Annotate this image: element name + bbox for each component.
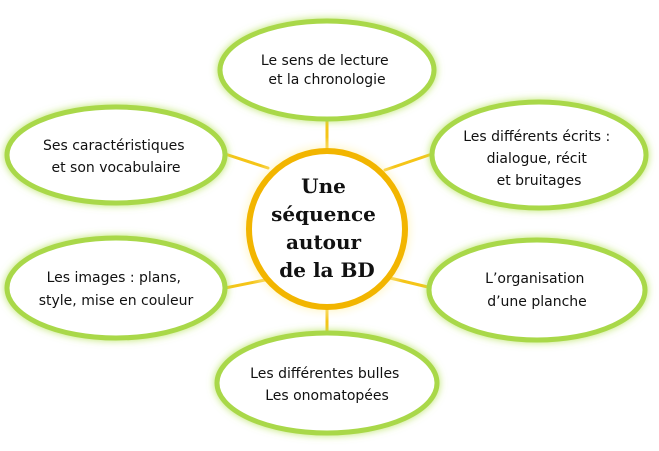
node-bubbles-line-2: Les onomatopées <box>265 388 389 404</box>
node-images <box>4 235 228 341</box>
node-writings-line-1: Les différents écrits : <box>463 129 610 145</box>
node-reading-order-label: Le sens de lecture et la chronologie <box>261 53 393 88</box>
center-line-1: Une <box>301 174 346 198</box>
node-characteristics <box>4 104 228 206</box>
node-characteristics-line-1: Ses caractéristiques <box>43 138 185 154</box>
node-page-layout <box>426 237 648 343</box>
node-page-layout-bubble <box>426 237 648 343</box>
center-circle <box>246 148 408 310</box>
center-line-3: autour <box>286 230 362 254</box>
node-reading-order-line-1: Le sens de lecture <box>261 53 389 69</box>
node-bubbles-bubble <box>214 330 440 436</box>
node-reading-order-line-2: et la chronologie <box>268 72 385 88</box>
node-bubbles-line-1: Les différentes bulles <box>250 366 399 382</box>
node-bubbles <box>214 330 440 436</box>
node-page-layout-line-1: L’organisation <box>485 271 584 287</box>
node-characteristics-line-2: et son vocabulaire <box>51 160 180 176</box>
node-images-line-1: Les images : plans, <box>47 270 181 286</box>
center-line-4: de la BD <box>279 258 374 282</box>
node-images-bubble <box>4 235 228 341</box>
node-bubbles-label: Les différentes bulles Les onomatopées <box>250 366 404 404</box>
node-writings-line-2: dialogue, récit <box>487 151 588 167</box>
node-writings-bubble <box>429 99 649 211</box>
connector-top-left <box>220 151 270 170</box>
node-writings <box>429 99 649 211</box>
node-page-layout-label: L’organisation d’une planche <box>485 271 589 310</box>
node-images-line-2: style, mise en couleur <box>39 293 194 309</box>
center-line-2: séquence <box>271 202 376 226</box>
node-reading-order <box>217 18 437 122</box>
node-characteristics-bubble <box>4 104 228 206</box>
node-writings-line-3: et bruitages <box>497 173 582 189</box>
center-topic: Une séquence autour de la BD <box>235 137 419 321</box>
node-images-label: Les images : plans, style, mise en coule… <box>39 270 194 309</box>
node-reading-order-bubble <box>217 18 437 122</box>
node-page-layout-line-2: d’une planche <box>487 294 587 310</box>
node-writings-label: Les différents écrits : dialogue, récit … <box>463 129 614 189</box>
center-title: Une séquence autour de la BD <box>271 174 383 282</box>
node-characteristics-label: Ses caractéristiques et son vocabulaire <box>43 138 189 176</box>
